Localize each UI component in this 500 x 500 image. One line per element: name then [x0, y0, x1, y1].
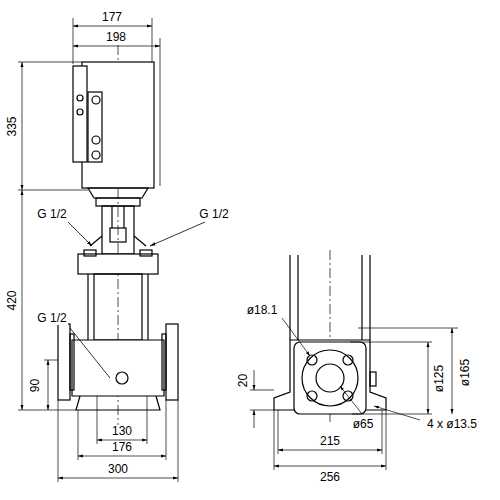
dimension-label: ø18.1 — [246, 304, 279, 317]
dimension-label: 176 — [111, 441, 133, 454]
dimension-label: 215 — [319, 435, 341, 448]
dimension-label: 198 — [105, 31, 127, 44]
dimension-label: 177 — [101, 11, 123, 24]
dimension-label: G 1/2 — [36, 208, 67, 221]
dimension-label: 420 — [6, 289, 19, 311]
dimension-label: G 1/2 — [198, 208, 229, 221]
dimension-label: 335 — [6, 115, 19, 137]
dimension-label: ø125 — [433, 363, 446, 392]
dimension-label: 300 — [107, 463, 129, 476]
dimension-label: G 1/2 — [36, 312, 67, 325]
dimension-label: 90 — [29, 377, 42, 392]
dimension-label: ø65 — [352, 418, 375, 431]
dimension-label: 20 — [237, 372, 250, 387]
dimension-label: 4 x ø13.5 — [426, 418, 478, 431]
dimension-label: ø165 — [459, 357, 472, 386]
dimension-label: 256 — [319, 471, 341, 484]
dimension-label: 130 — [111, 425, 133, 438]
